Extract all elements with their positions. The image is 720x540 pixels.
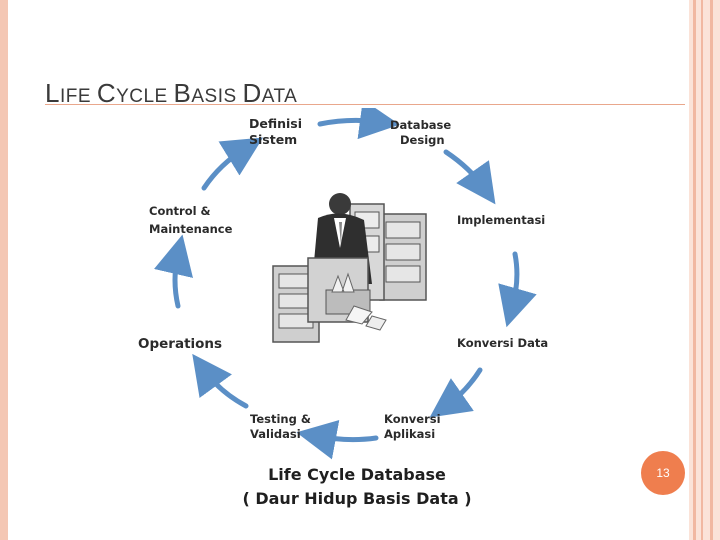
stage-label: Operations bbox=[138, 336, 223, 352]
stage-label: Validasi bbox=[250, 427, 301, 441]
stage-konversi-aplikasi: Konversi Aplikasi bbox=[384, 412, 441, 442]
stage-operations: Operations bbox=[138, 336, 222, 352]
title-rest: ASIS bbox=[191, 86, 243, 107]
title-initial: B bbox=[173, 78, 192, 108]
stage-implementasi: Implementasi bbox=[457, 212, 545, 228]
title-underline bbox=[45, 104, 685, 105]
title-rest: IFE bbox=[59, 86, 97, 107]
arrow-testing-to-operations bbox=[192, 353, 249, 409]
slide-border-line bbox=[710, 0, 713, 540]
caption-line: Life Cycle Database bbox=[268, 465, 446, 484]
title-initial: L bbox=[45, 78, 60, 108]
life-cycle-diagram: Definisi Sistem Database Design Implemen… bbox=[128, 99, 568, 518]
slide-border-left bbox=[0, 0, 8, 540]
title-initial: D bbox=[242, 78, 262, 108]
caption-line: ( Daur Hidup Basis Data ) bbox=[242, 489, 472, 508]
stage-label: Definisi bbox=[249, 116, 303, 131]
stage-label: Database bbox=[390, 118, 452, 132]
stage-label: Maintenance bbox=[149, 222, 233, 236]
stage-label: Aplikasi bbox=[384, 427, 436, 441]
stage-label: Konversi Data bbox=[457, 336, 549, 350]
stage-definisi-sistem: Definisi Sistem bbox=[249, 116, 302, 148]
arrow-konversi-data-to-aplikasi bbox=[429, 367, 483, 418]
stage-control-maintenance: Control & Maintenance bbox=[149, 202, 232, 238]
arrow-design-to-implementasi bbox=[443, 149, 496, 205]
stage-label: Konversi bbox=[384, 412, 441, 426]
cycle-arrows bbox=[154, 99, 537, 460]
stage-label: Testing & bbox=[250, 412, 311, 426]
slide-border-line bbox=[693, 0, 696, 540]
title-rest: YCLE bbox=[116, 86, 174, 107]
arrow-definisi-to-design bbox=[317, 99, 400, 140]
stage-konversi-data: Konversi Data bbox=[457, 335, 548, 351]
slide-title: LIFE CYCLE BASIS DATA bbox=[45, 78, 297, 109]
stage-label: Control & bbox=[149, 204, 211, 218]
arrow-operations-to-control bbox=[154, 234, 193, 309]
stage-label: Sistem bbox=[249, 132, 298, 147]
arrow-control-to-definisi bbox=[201, 137, 264, 191]
stage-label: Design bbox=[400, 133, 445, 147]
page-number-badge: 13 bbox=[641, 451, 685, 495]
stage-testing-validasi: Testing & Validasi bbox=[250, 412, 311, 442]
arrow-implementasi-to-konversi bbox=[498, 251, 537, 328]
filing-cabinets-illustration bbox=[272, 193, 427, 343]
stage-database-design: Database Design bbox=[390, 118, 451, 148]
arrow-aplikasi-to-testing bbox=[296, 420, 379, 460]
title-rest: ATA bbox=[261, 86, 298, 107]
title-initial: C bbox=[96, 78, 117, 108]
diagram-caption: Life Cycle Database ( Daur Hidup Basis D… bbox=[232, 463, 482, 511]
slide-border-line bbox=[701, 0, 703, 540]
stage-label: Implementasi bbox=[457, 213, 546, 227]
